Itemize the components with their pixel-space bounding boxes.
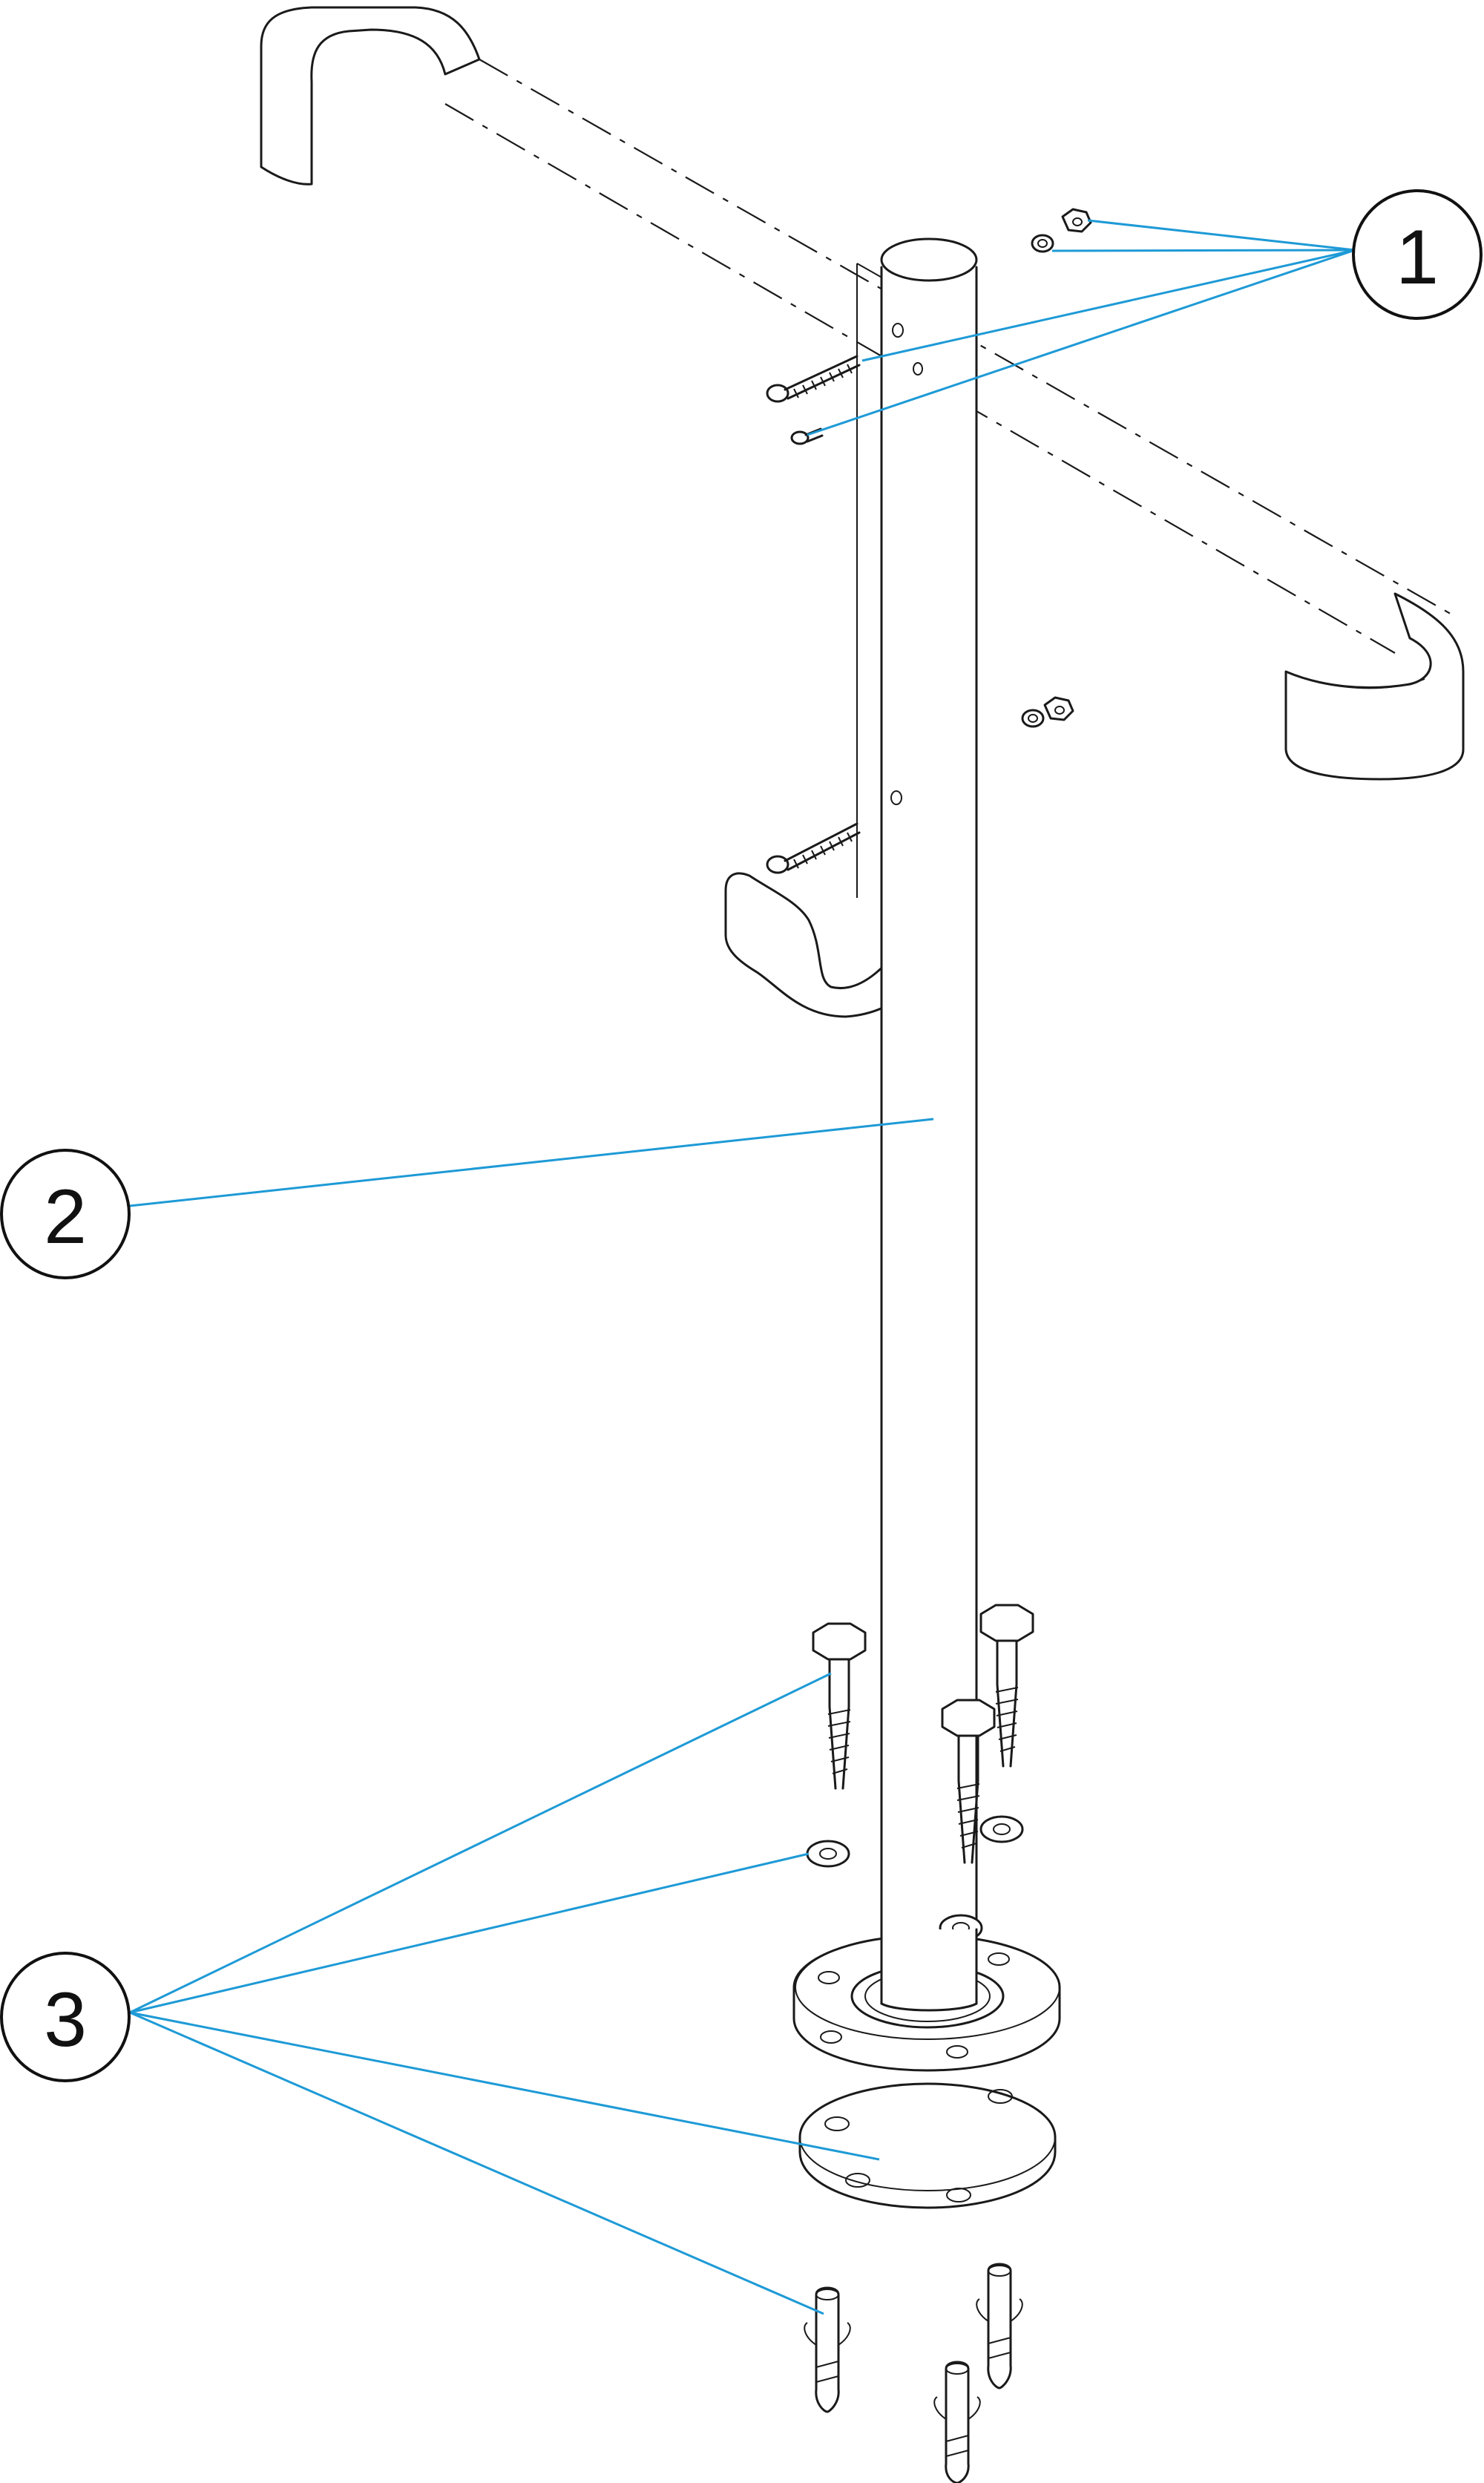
lag-bolt-left <box>812 1622 867 1790</box>
callout-3: 3 <box>0 1952 131 2082</box>
washer-left <box>806 1840 850 1868</box>
leader-lines-3 <box>129 1672 880 2315</box>
leader-lines-1 <box>807 219 1356 436</box>
washer-upper <box>1031 234 1054 253</box>
top-hook-bracket <box>260 6 481 186</box>
callout-3-number: 3 <box>44 1977 87 2063</box>
short-screw-upper <box>790 427 824 445</box>
vertical-post <box>880 237 978 2013</box>
wall-plug-center <box>933 2361 981 2483</box>
leader-lines-2 <box>129 1118 934 1207</box>
washer-lower <box>1021 709 1045 728</box>
right-hook-bracket <box>1284 592 1465 781</box>
callout-1: 1 <box>1352 189 1483 320</box>
callout-2: 2 <box>0 1149 131 1279</box>
hex-nut-lower <box>1043 696 1074 721</box>
callout-1-number: 1 <box>1396 214 1439 301</box>
wall-plug-right <box>976 2263 1023 2389</box>
long-screw-upper <box>766 355 861 403</box>
lag-bolt-center <box>941 1699 996 1864</box>
wall-plug-left <box>804 2286 851 2413</box>
callout-2-number: 2 <box>44 1174 87 1260</box>
lag-bolt-right <box>979 1604 1034 1768</box>
flange-base-plate <box>792 1928 1061 2072</box>
hex-nut-upper <box>1061 208 1092 233</box>
washer-right <box>979 1815 1024 1843</box>
long-screw-lower <box>766 822 861 874</box>
gasket-disc <box>798 2082 1057 2209</box>
